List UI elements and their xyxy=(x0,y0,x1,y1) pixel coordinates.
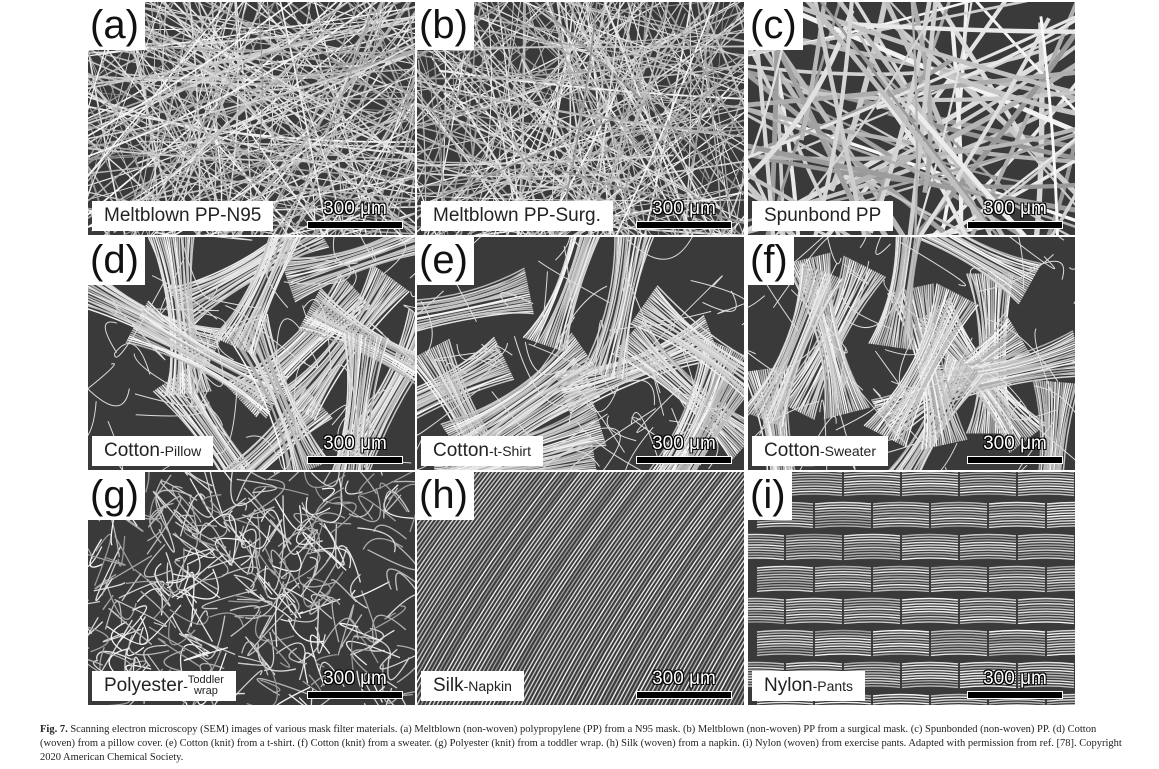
panel-letter: (e) xyxy=(417,237,474,285)
scale-line xyxy=(636,691,732,699)
label-subtext: -Sweater xyxy=(819,443,877,459)
scale-line xyxy=(307,221,403,229)
sem-panel-d: (d) Cotton-Pillow 300 μm xyxy=(88,237,415,470)
scale-line xyxy=(636,221,732,229)
panel-letter: (c) xyxy=(748,2,803,50)
scale-line xyxy=(636,456,732,464)
scale-bar: 300 μm xyxy=(307,434,403,464)
scale-text: 300 μm xyxy=(983,198,1047,219)
scale-line xyxy=(967,691,1063,699)
label-text: Spunbond PP xyxy=(764,205,882,226)
panel-label: Nylon-Pants xyxy=(752,671,866,701)
label-text: Silk xyxy=(433,675,464,696)
scale-bar: 300 μm xyxy=(636,669,732,699)
panel-letter: (d) xyxy=(88,237,145,285)
panel-label: Meltblown PP-Surg. xyxy=(421,201,613,231)
label-text: Cotton xyxy=(433,440,489,461)
label-text: Meltblown PP-N95 xyxy=(104,205,262,226)
label-text: Meltblown PP-Surg. xyxy=(433,205,601,226)
scale-line xyxy=(307,456,403,464)
sem-image xyxy=(88,237,415,470)
panel-label: Silk-Napkin xyxy=(421,671,524,701)
panel-letter: (a) xyxy=(88,2,145,50)
scale-line xyxy=(967,456,1063,464)
label-subtext-line: wrap xyxy=(193,684,218,697)
label-subtext: -Napkin xyxy=(463,678,512,694)
label-text: Nylon xyxy=(764,675,813,696)
panel-label: Spunbond PP xyxy=(752,201,894,231)
scale-bar: 300 μm xyxy=(967,669,1063,699)
panel-letter: (i) xyxy=(748,472,792,520)
label-subtext: - xyxy=(183,678,188,694)
scale-line xyxy=(967,221,1063,229)
sem-panel-b: (b) Meltblown PP-Surg. 300 μm xyxy=(417,2,744,235)
scale-bar: 300 μm xyxy=(636,199,732,229)
scale-text: 300 μm xyxy=(652,668,716,689)
label-subtext: -Pants xyxy=(812,678,854,694)
label-subtext: -t-Shirt xyxy=(488,443,531,459)
scale-line xyxy=(307,691,403,699)
scale-text: 300 μm xyxy=(652,198,716,219)
scale-bar: 300 μm xyxy=(636,434,732,464)
sem-panel-h: (h) Silk-Napkin 300 μm xyxy=(417,472,744,705)
panel-letter: (b) xyxy=(417,2,474,50)
label-text: Cotton xyxy=(764,440,820,461)
sem-panel-i: (i) Nylon-Pants 300 μm xyxy=(748,472,1075,705)
panel-label: Cotton-t-Shirt xyxy=(421,436,543,466)
panel-letter: (g) xyxy=(88,472,145,520)
scale-text: 300 μm xyxy=(983,433,1047,454)
label-subtext-line: Toddler xyxy=(187,673,224,686)
caption-label: Fig. 7. xyxy=(40,724,68,735)
scale-bar: 300 μm xyxy=(967,434,1063,464)
sem-panel-e: (e) Cotton-t-Shirt 300 μm xyxy=(417,237,744,470)
scale-bar: 300 μm xyxy=(307,669,403,699)
scale-text: 300 μm xyxy=(323,433,387,454)
scale-text: 300 μm xyxy=(323,198,387,219)
scale-text: 300 μm xyxy=(983,668,1047,689)
panel-letter: (h) xyxy=(417,472,474,520)
scale-text: 300 μm xyxy=(652,433,716,454)
figure-caption: Fig. 7. Scanning electron microscopy (SE… xyxy=(40,723,1130,765)
sem-panel-c: (c) Spunbond PP 300 μm xyxy=(748,2,1075,235)
panel-label: Cotton-Pillow xyxy=(92,436,214,466)
sem-panel-f: (f) Cotton-Sweater 300 μm xyxy=(748,237,1075,470)
scale-bar: 300 μm xyxy=(967,199,1063,229)
label-text: Cotton xyxy=(104,440,160,461)
label-text: Polyester xyxy=(104,675,184,696)
label-subtext: -Pillow xyxy=(159,443,202,459)
panel-label: Meltblown PP-N95 xyxy=(92,201,274,231)
sem-panel-a: (a) Meltblown PP-N95 300 μm xyxy=(88,2,415,235)
scale-text: 300 μm xyxy=(323,668,387,689)
caption-text: Scanning electron microscopy (SEM) image… xyxy=(40,724,1122,763)
sem-image xyxy=(417,237,744,470)
panel-label: Cotton-Sweater xyxy=(752,436,889,466)
panel-letter: (f) xyxy=(748,237,794,285)
scale-bar: 300 μm xyxy=(307,199,403,229)
